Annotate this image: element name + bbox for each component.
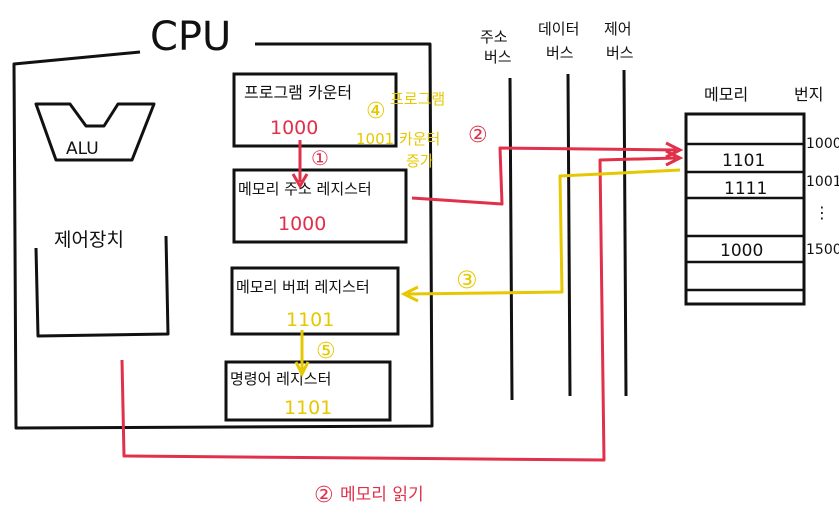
memory-title: 메모리: [704, 85, 748, 104]
ir-label: 명령어 레지스터: [230, 370, 331, 388]
mbr-value: 1101: [286, 309, 334, 331]
control-unit-label: 제어장치: [54, 229, 124, 251]
memory-address: ⋮: [814, 203, 830, 222]
address-bus-label-2: 버스: [484, 48, 512, 66]
step2-marker-top: ②: [468, 123, 488, 148]
step2-address-path: [411, 146, 677, 206]
memory-address: 1500: [806, 242, 839, 258]
control-bus-line: [622, 69, 628, 397]
address-bus-label-1: 주소: [480, 28, 508, 46]
alu-shape: [34, 102, 156, 162]
mbr-label: 메모리 버퍼 레지스터: [236, 278, 370, 296]
step3-marker: ③: [456, 266, 478, 294]
cpu-box: [12, 42, 434, 430]
memory-cell-value: 1000: [720, 241, 763, 261]
alu-label: ALU: [66, 139, 99, 159]
program-counter-box: [232, 72, 398, 148]
step3-data-path: [407, 168, 681, 296]
memory-address: 1001: [806, 174, 839, 190]
mbr-box: [230, 266, 400, 336]
ir-value: 1101: [284, 397, 332, 419]
data-bus-label-2: 버스: [546, 44, 574, 62]
step4-text-2: 1001 카운터: [356, 130, 440, 148]
step2-read-arrowhead: [665, 149, 684, 167]
step3-data-arrowhead: [400, 285, 419, 303]
memory-cell-value: 1111: [724, 179, 767, 199]
mar-label: 메모리 주소 레지스터: [238, 180, 372, 198]
step1-marker: ①: [311, 146, 329, 170]
mar-value: 1000: [278, 213, 326, 235]
step4-text-1: 프로그램: [390, 90, 445, 108]
address-bus-line: [508, 77, 514, 401]
memory-read-label: 메모리 읽기: [340, 485, 424, 505]
step2-marker-bottom: ②: [314, 483, 334, 508]
control-unit-box: [34, 235, 170, 338]
step5-marker: ⑤: [316, 339, 336, 364]
control-bus-label-1: 제어: [604, 20, 632, 38]
memory-address: 1000: [806, 136, 839, 152]
program-counter-label: 프로그램 카운터: [244, 83, 352, 102]
program-counter-value: 1000: [270, 117, 318, 139]
memory-address-header: 번지: [794, 85, 823, 104]
data-bus-label-1: 데이터: [538, 20, 579, 38]
step2-read-path: [120, 156, 677, 462]
cpu-title: CPU: [150, 14, 231, 60]
memory-cell-value: 1101: [722, 151, 765, 171]
control-bus-label-2: 버스: [606, 44, 634, 62]
data-bus-line: [566, 73, 572, 397]
step4-marker: ④: [366, 99, 386, 124]
memory-box: [684, 112, 806, 306]
step5-arrowhead: [294, 361, 310, 378]
mar-box: [232, 168, 408, 244]
step4-text-3: 증가: [406, 152, 434, 170]
step1-arrowhead: [291, 173, 309, 189]
